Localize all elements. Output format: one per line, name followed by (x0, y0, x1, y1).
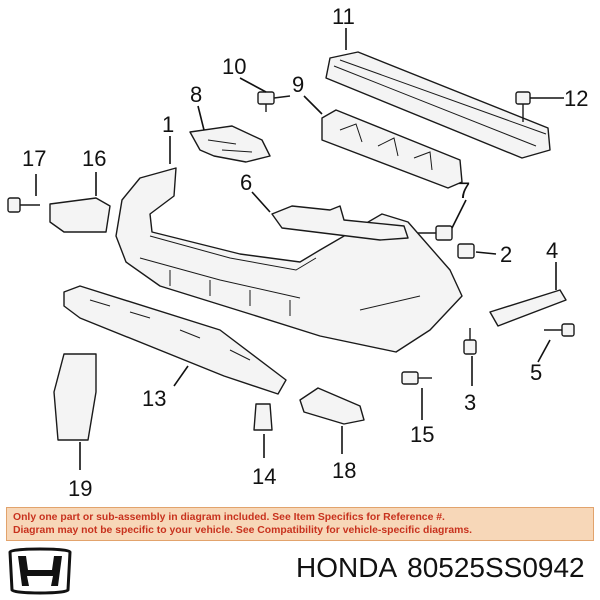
clip-14 (253, 403, 273, 431)
disclaimer-line-1: Only one part or sub-assembly in diagram… (13, 512, 445, 523)
honda-logo-icon (8, 547, 72, 595)
callout-11: 11 (332, 4, 355, 29)
callout-14: 14 (252, 464, 276, 489)
reinforcement-beam (325, 51, 551, 159)
callout-7: 7 (458, 178, 470, 203)
part-number: 80525SS0942 (407, 552, 585, 583)
callout-12: 12 (564, 86, 588, 111)
clip-7 (418, 225, 453, 241)
bolt-10 (257, 91, 291, 112)
side-bracket-4 (489, 289, 567, 327)
callout-18: 18 (332, 458, 356, 483)
callout-10: 10 (222, 54, 246, 79)
callout-4: 4 (546, 238, 558, 263)
upper-garnish (271, 205, 409, 241)
bolt-5 (544, 323, 575, 337)
clip-15 (401, 371, 432, 385)
sensor-19 (53, 353, 97, 441)
fog-garnish (299, 387, 365, 425)
callout-9: 9 (292, 72, 304, 97)
callout-13: 13 (142, 386, 166, 411)
clip-2 (457, 243, 475, 259)
leader-lines (35, 28, 564, 470)
clip-3 (463, 328, 477, 355)
bolt-17 (7, 197, 40, 213)
bumper-cover (115, 167, 463, 353)
part-identifier: HONDA 80525SS0942 (296, 552, 595, 584)
callout-1: 1 (162, 112, 174, 137)
callout-15: 15 (410, 422, 434, 447)
spacer-16 (49, 197, 111, 233)
callout-6: 6 (240, 170, 252, 195)
disclaimer-line-2: Diagram may not be specific to your vehi… (13, 525, 473, 536)
callout-16: 16 (82, 146, 106, 171)
callout-5: 5 (530, 360, 542, 385)
disclaimer-notice: Only one part or sub-assembly in diagram… (6, 507, 594, 541)
callout-17: 17 (22, 146, 46, 171)
lower-deflector (63, 285, 287, 395)
energy-absorber (321, 109, 463, 189)
callout-8: 8 (190, 82, 202, 107)
callout-19: 19 (68, 476, 92, 501)
callout-3: 3 (464, 390, 476, 415)
bracket (189, 125, 271, 163)
parts-diagram: 1 2 3 4 5 6 7 8 9 10 11 12 13 14 15 16 1… (7, 4, 588, 501)
callout-2: 2 (500, 242, 512, 267)
brand-name: HONDA (296, 552, 398, 583)
